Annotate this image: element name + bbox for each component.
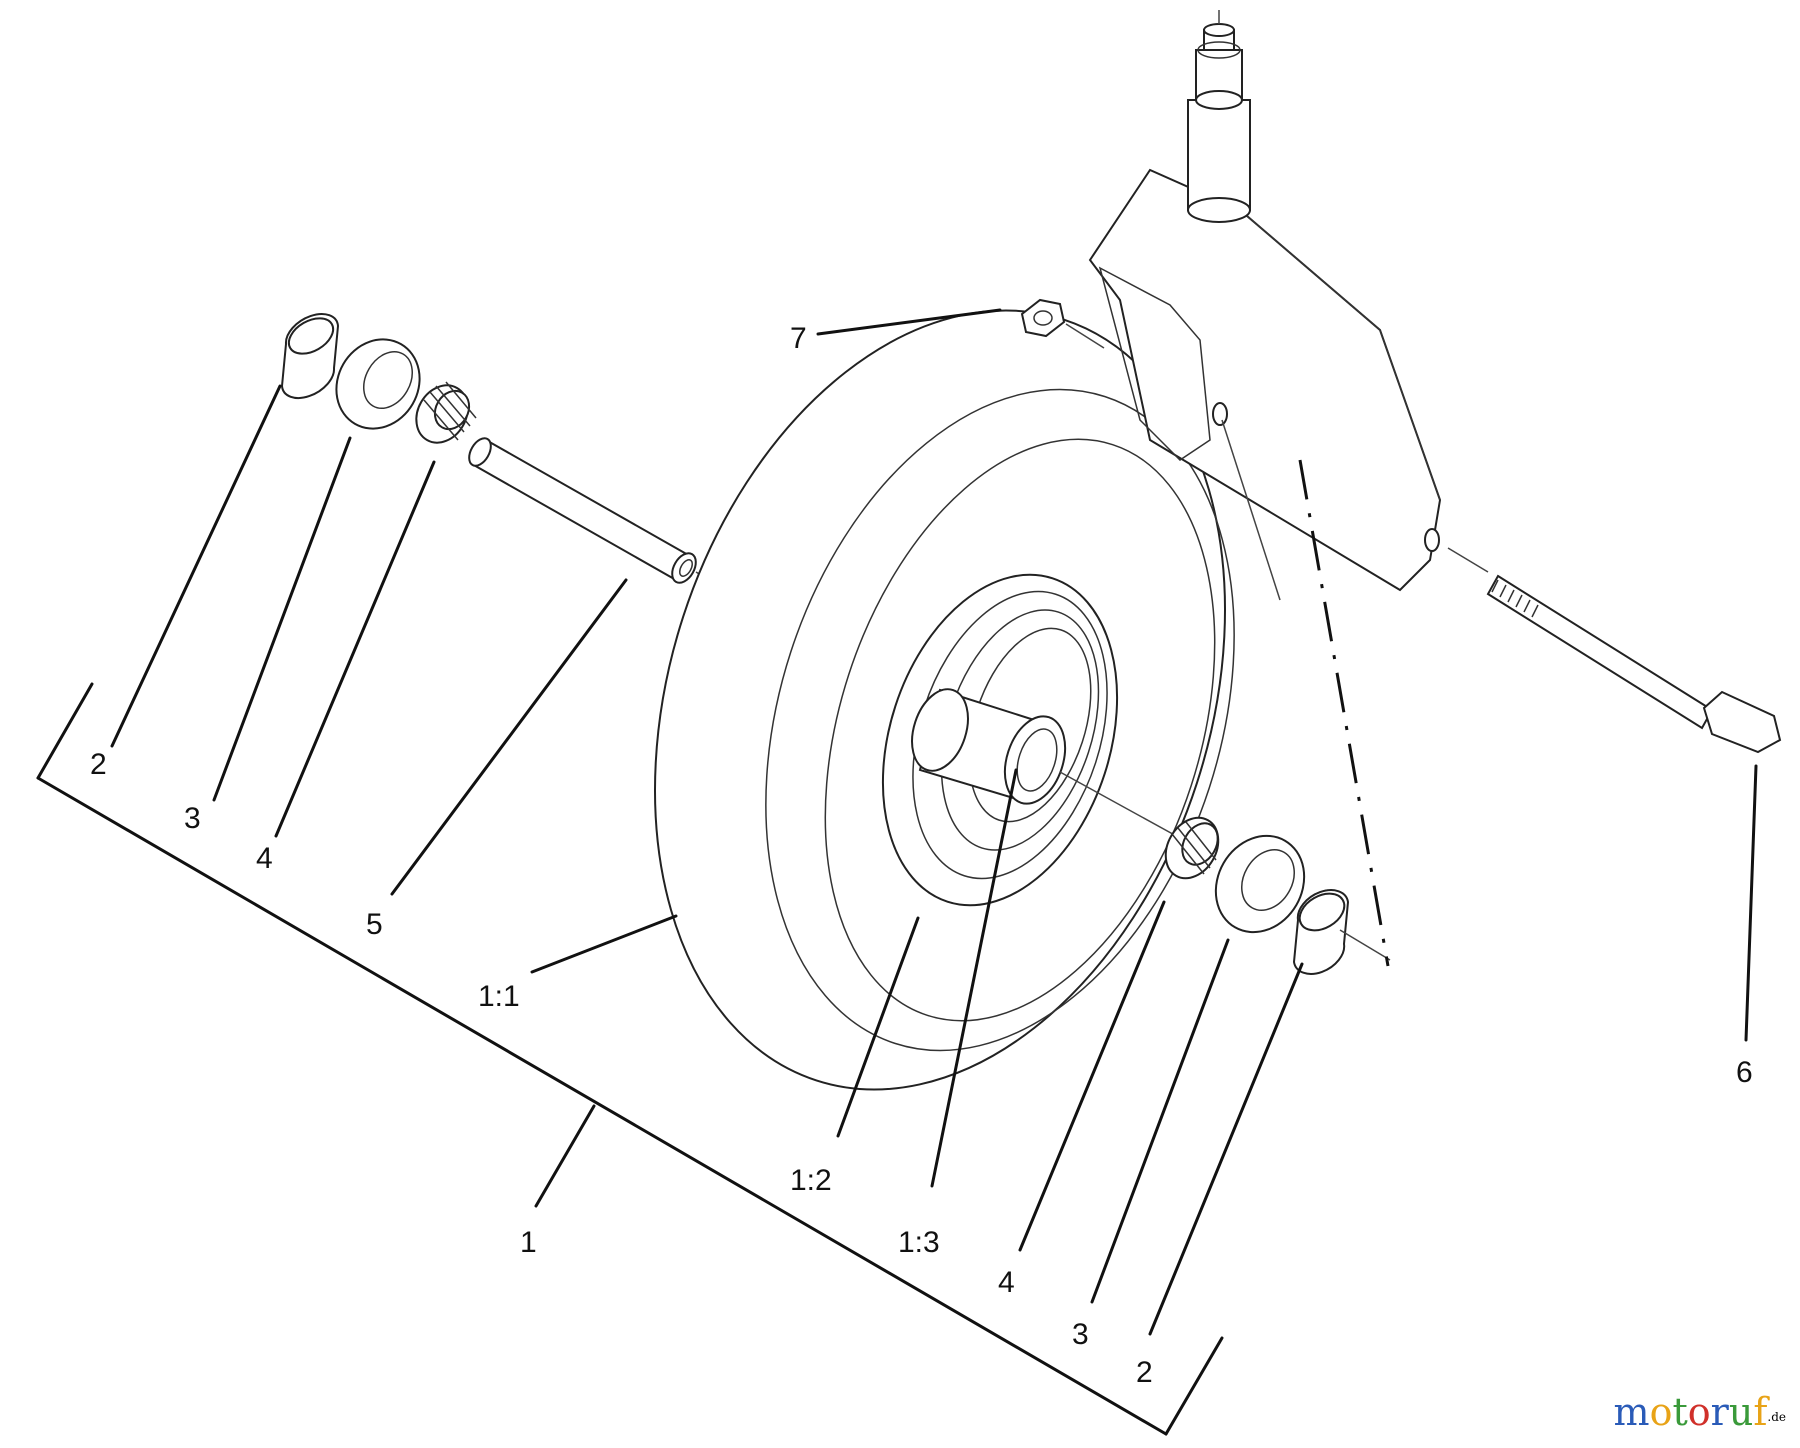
callout-1-3: 1:3 (898, 1226, 940, 1259)
wheel-hub (911, 688, 1067, 805)
left-tapered-bearing (415, 381, 477, 444)
callout-1-1: 1:1 (478, 980, 520, 1013)
watermark-letter: r (1710, 1390, 1729, 1434)
callout-3-right: 3 (1072, 1318, 1089, 1351)
callout-1: 1 (520, 1226, 537, 1259)
watermark-letter: m (1613, 1390, 1650, 1434)
right-bearing-cup (1214, 834, 1306, 934)
leader-lines (36, 308, 1758, 1436)
axle-bolt (1486, 574, 1782, 754)
callout-6: 6 (1736, 1056, 1753, 1089)
watermark-logo: motoruf.de (1614, 1390, 1786, 1434)
left-bearing-cup (335, 338, 421, 430)
callout-1-2: 1:2 (790, 1164, 832, 1197)
callout-4-left: 4 (256, 842, 273, 875)
watermark-letter: t (1672, 1390, 1688, 1434)
watermark-suffix: .de (1767, 1410, 1786, 1424)
callout-3-left: 3 (184, 802, 201, 835)
callout-7: 7 (790, 322, 807, 355)
watermark-letter: o (1687, 1390, 1711, 1434)
watermark-text: motoruf (1614, 1390, 1768, 1434)
axle-spacer-tube (468, 437, 697, 584)
right-bearing-spacer (1292, 889, 1350, 975)
callout-2-left: 2 (90, 748, 107, 781)
callout-labels: 2 3 4 5 1:1 1 1:2 1:3 4 3 2 6 7 (90, 322, 1753, 1389)
watermark-letter: u (1728, 1390, 1754, 1434)
left-bearing-spacer (280, 313, 340, 399)
watermark-letter: o (1649, 1390, 1673, 1434)
lock-nut (1020, 298, 1066, 338)
callout-5: 5 (366, 908, 383, 941)
callout-4-right: 4 (998, 1266, 1015, 1299)
callout-2-right: 2 (1136, 1356, 1153, 1389)
right-tapered-bearing (1164, 816, 1220, 880)
caster-stem (1187, 23, 1251, 223)
watermark-letter: f (1753, 1390, 1768, 1434)
